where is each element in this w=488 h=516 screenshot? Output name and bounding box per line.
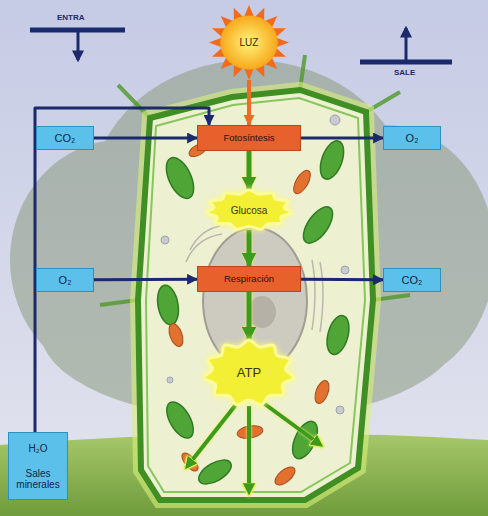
process-box: Respiración: [197, 266, 301, 292]
energy-arrow: [247, 406, 251, 494]
node-text: O₂: [406, 132, 419, 144]
mitochondrion: [272, 464, 298, 489]
chloroplast: [323, 313, 353, 357]
node-text: Fotosíntesis: [223, 133, 274, 143]
node-text: LUZ: [240, 37, 259, 48]
node-text: CO₂: [55, 132, 76, 144]
process-box: Fotosíntesis: [197, 125, 301, 151]
vesicle: [330, 115, 340, 125]
er-fold: [312, 260, 315, 330]
vesicles: [161, 115, 349, 414]
sun-disc: [220, 16, 278, 70]
burst-outline: [204, 340, 293, 405]
flow-arrow: [247, 292, 252, 340]
chloroplast: [161, 153, 200, 202]
chloroplast: [298, 202, 338, 248]
flow-arrow: [94, 278, 197, 282]
sale-symbol: [360, 28, 452, 62]
nucleolus: [248, 296, 276, 328]
mitochondrion: [312, 379, 331, 406]
input-box: CO₂: [36, 126, 94, 150]
node-text: Glucosa: [231, 205, 268, 216]
burst-outline: [206, 190, 291, 229]
cell-membrane: [146, 98, 365, 492]
flow-arrow: [35, 108, 209, 432]
flow-arrow: [247, 151, 252, 190]
energy-burst: ATP: [204, 340, 294, 406]
node-text: ATP: [237, 366, 261, 380]
flow-label: SALE: [394, 68, 415, 77]
node-text: Respiración: [224, 274, 274, 284]
mitochondrion: [166, 322, 185, 349]
node-text: Sales minerales: [11, 468, 65, 490]
input-box: H₂O Sales minerales: [8, 432, 68, 500]
node-text: CO₂: [402, 274, 423, 286]
flow-arrow: [94, 137, 197, 140]
light-sun: LUZ: [209, 5, 289, 80]
cell-wall: [138, 90, 373, 500]
flow-arrow: [247, 80, 251, 125]
er-fold: [320, 262, 323, 332]
input-box: O₂: [36, 268, 94, 292]
vesicle: [167, 377, 173, 383]
energy-arrow: [262, 402, 322, 446]
entra-symbol: [30, 30, 125, 60]
sun-rays: [209, 5, 289, 80]
vesicle: [341, 266, 349, 274]
node-text: O₂: [59, 274, 72, 286]
chloroplast: [316, 138, 348, 182]
chloroplast: [195, 455, 235, 489]
output-box: O₂: [383, 126, 441, 150]
flow-arrow: [301, 137, 383, 140]
chloroplast: [161, 398, 198, 443]
vesicle: [336, 406, 344, 414]
output-box: CO₂: [383, 268, 441, 292]
entra-arrow: [77, 30, 80, 60]
product-burst: Glucosa: [206, 190, 292, 230]
mitochondrion: [290, 168, 313, 197]
cell-glow: [138, 90, 373, 500]
er-fold: [190, 226, 220, 250]
atp-energy-arrows: [186, 402, 322, 494]
flow-arrow: [247, 230, 252, 266]
chloroplasts: [155, 138, 353, 489]
flow-label: ENTRA: [57, 13, 85, 22]
chloroplast: [155, 284, 182, 327]
energy-arrow: [186, 402, 238, 468]
node-text: H₂O: [29, 443, 48, 454]
sale-arrow: [405, 28, 408, 62]
vesicle: [161, 236, 169, 244]
flow-arrow: [301, 278, 383, 282]
